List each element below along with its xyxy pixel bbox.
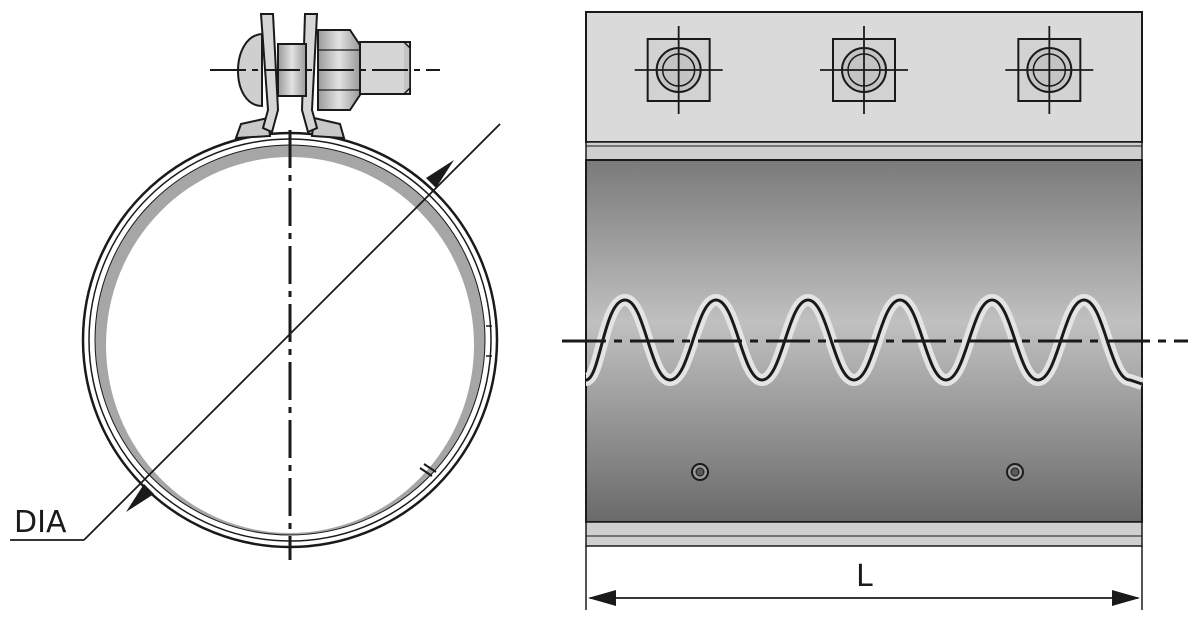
bolt-head-icon xyxy=(1005,26,1094,114)
rivet-icon xyxy=(1006,463,1024,481)
side-view: L xyxy=(562,11,1188,610)
band-seam xyxy=(486,325,492,357)
band-tab xyxy=(419,463,437,477)
diameter-arrow-bottom xyxy=(126,484,154,512)
bolt-thread xyxy=(359,41,411,95)
band-bolts xyxy=(634,26,1094,114)
pipe-bore xyxy=(106,157,474,533)
left-lug xyxy=(259,13,280,134)
length-label: L xyxy=(856,559,873,594)
length-arrow-right xyxy=(1112,590,1140,606)
bolt-head-icon xyxy=(634,26,723,114)
end-view: DIA xyxy=(10,13,501,560)
bolt-head-icon xyxy=(237,32,263,108)
diameter-label: DIA xyxy=(14,505,67,540)
rivet-icon xyxy=(691,463,709,481)
bolt-head-icon xyxy=(820,26,908,114)
length-arrow-left xyxy=(588,590,616,606)
top-band-lip xyxy=(585,141,1143,161)
bottom-band xyxy=(585,521,1143,547)
wave-spring xyxy=(585,298,1143,386)
diameter-arrow-top xyxy=(426,160,454,188)
diameter-dimension-line xyxy=(83,123,501,541)
